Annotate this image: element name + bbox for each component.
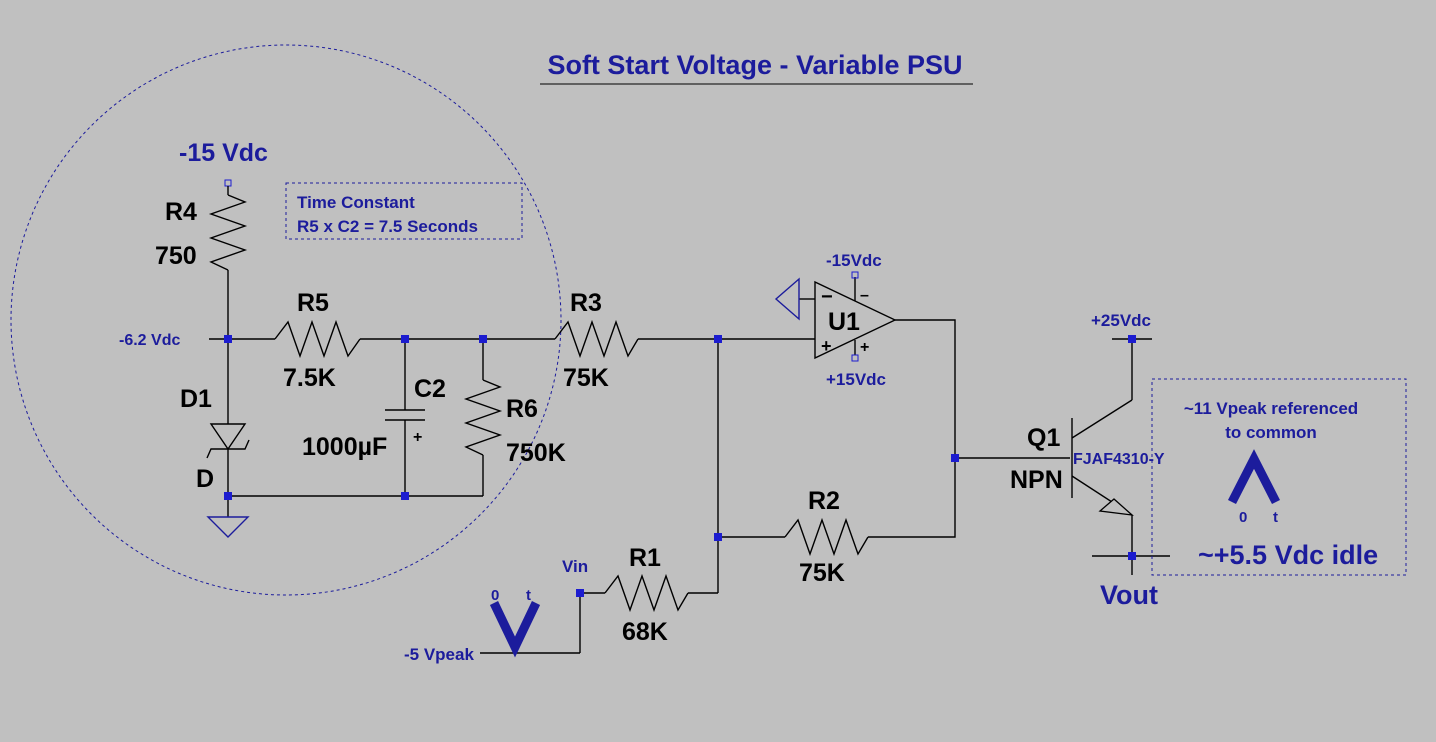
output-pulse-waveform-icon [1227, 449, 1281, 505]
junction-node [224, 335, 232, 343]
input-waveform-time-axis: t [526, 587, 531, 604]
time-constant-note-box [285, 182, 523, 240]
time-constant-note-line1: Time Constant [297, 193, 415, 212]
junction-node [1128, 552, 1136, 560]
r3-ref-label: R3 [570, 289, 602, 317]
r3-value-label: 75K [563, 364, 609, 392]
idle-voltage-note: ~+5.5 Vdc idle [1198, 540, 1378, 570]
q1-part-label: FJAF4310-Y [1073, 451, 1165, 468]
time-constant-note-line2: R5 x C2 = 7.5 Seconds [297, 217, 478, 236]
u1-ref-label: U1 [828, 308, 860, 336]
neg15-terminal [224, 179, 232, 187]
output-waveform-time-axis: t [1273, 509, 1278, 526]
r6-ref-label: R6 [506, 395, 538, 423]
junction-node [401, 492, 409, 500]
junction-node [224, 492, 232, 500]
u1-pin-plus: + [821, 336, 832, 356]
c2-polarity-mark: + [413, 429, 422, 446]
svg-text:–: – [860, 287, 869, 304]
r1-ref-label: R1 [629, 544, 661, 572]
r1-value-label: 68K [622, 618, 668, 646]
output-note-box [1151, 378, 1407, 576]
r2-value-label: 75K [799, 559, 845, 587]
svg-text:+: + [860, 339, 869, 356]
d1-value-label: D [196, 465, 214, 493]
junction-node [951, 454, 959, 462]
d1-ref-label: D1 [180, 385, 212, 413]
d1-diode-body [209, 423, 247, 451]
junction-node [576, 589, 584, 597]
schematic-title: Soft Start Voltage - Variable PSU [547, 50, 962, 80]
r6-value-label: 750K [506, 439, 566, 467]
output-note-line2: to common [1225, 423, 1317, 442]
r3-resistor [554, 319, 639, 359]
u1-pos-supply-terminal [851, 354, 859, 362]
vpeak-label: -5 Vpeak [404, 645, 474, 664]
junction-node [1128, 335, 1136, 343]
r4-ref-label: R4 [165, 198, 197, 226]
input-pulse-waveform-icon [489, 601, 541, 658]
ground-symbol [206, 516, 250, 538]
junction-node [479, 335, 487, 343]
junction-node [714, 533, 722, 541]
r4-value-label: 750 [155, 242, 197, 270]
u1-neg-supply-terminal [851, 271, 859, 279]
output-waveform-origin: 0 [1239, 509, 1247, 526]
output-note-line1: ~11 Vpeak referenced [1184, 399, 1358, 418]
u1-pin-minus: − [821, 286, 833, 308]
u1-pos-supply-label: +15Vdc [826, 370, 886, 389]
u1-reference-ground-symbol [774, 277, 800, 321]
node62-label: -6.2 Vdc [119, 332, 180, 349]
c2-value-label: 1000µF [302, 433, 387, 461]
junction-node [714, 335, 722, 343]
r2-ref-label: R2 [808, 487, 840, 515]
r2-resistor [784, 517, 869, 557]
q1-ref-label: Q1 [1027, 424, 1060, 452]
junction-node [401, 335, 409, 343]
q1-type-label: NPN [1010, 466, 1063, 494]
c2-ref-label: C2 [414, 375, 446, 403]
q1-emitter-arrow [1098, 498, 1134, 516]
supply25-label: +25Vdc [1091, 311, 1151, 330]
r4-resistor [208, 194, 248, 271]
input-waveform-origin: 0 [491, 587, 499, 604]
r6-resistor [463, 379, 503, 456]
q1-collector-lead [1071, 399, 1133, 439]
vin-label: Vin [562, 557, 588, 576]
r1-resistor [604, 573, 689, 613]
r5-resistor [274, 319, 361, 359]
junction-nodes [224, 335, 1136, 597]
neg15-supply-label: -15 Vdc [179, 139, 268, 167]
r5-ref-label: R5 [297, 289, 329, 317]
r5-value-label: 7.5K [283, 364, 336, 392]
u1-neg-supply-label: -15Vdc [826, 251, 882, 270]
vout-label: Vout [1100, 580, 1158, 610]
soft-start-region-outline [10, 44, 562, 596]
